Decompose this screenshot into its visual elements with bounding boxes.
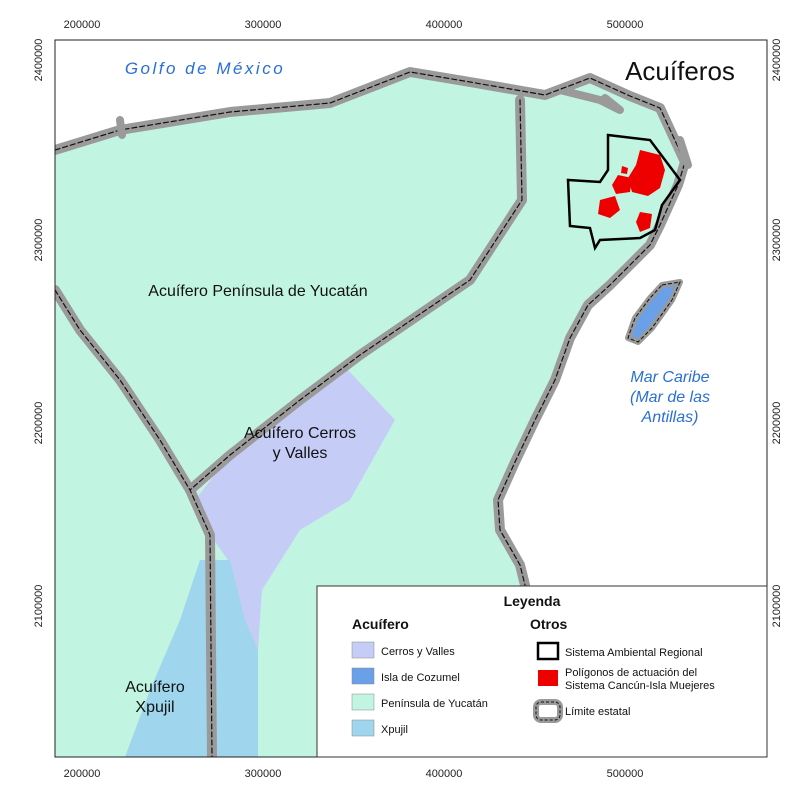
legend-col2-heading: Otros <box>530 616 568 632</box>
legend-swatch-cerros <box>351 641 375 659</box>
x-tick-label: 500000 <box>607 19 644 31</box>
x-tick-label: 200000 <box>64 768 101 780</box>
x-tick-labels-bottom: 200000 300000 400000 500000 <box>64 768 644 780</box>
legend-col1-heading: Acuífero <box>352 616 409 632</box>
y-tick-label: 2300000 <box>771 219 783 262</box>
regional-environmental-system-outline <box>566 133 682 252</box>
y-tick-label: 2100000 <box>33 585 45 628</box>
legend-item-peninsula: Península de Yucatán <box>381 698 488 710</box>
peninsula-aquifer-label: Acuífero Península de Yucatán <box>148 283 367 300</box>
action-polygons <box>598 150 665 232</box>
legend-item-xpujil: Xpujil <box>381 724 408 736</box>
caribbean-sea-label-line2: (Mar de las <box>630 389 710 406</box>
x-tick-label: 400000 <box>426 768 463 780</box>
legend-item-action-1: Polígonos de actuación del <box>565 667 697 679</box>
y-tick-label: 2100000 <box>771 585 783 628</box>
legend: Leyenda Acuífero Otros Cerros y Valles I… <box>316 585 768 758</box>
x-tick-label: 300000 <box>245 19 282 31</box>
caribbean-sea-label-line3: Antillas) <box>641 409 699 426</box>
x-tick-label: 400000 <box>426 19 463 31</box>
legend-item-cozumel: Isla de Cozumel <box>381 672 460 684</box>
xpujil-aquifer-label-line2: Xpujil <box>135 699 174 716</box>
gulf-of-mexico-label: Golfo de México <box>125 59 285 78</box>
y-tick-label: 2200000 <box>33 402 45 445</box>
legend-swatch-cozumel <box>351 667 375 685</box>
caribbean-sea-label-line1: Mar Caribe <box>630 369 709 386</box>
x-tick-labels-top: 200000 300000 400000 500000 <box>64 19 644 31</box>
x-tick-label: 300000 <box>245 768 282 780</box>
legend-swatch-action-polygons <box>538 670 558 686</box>
y-tick-labels-right: 2400000 2300000 2200000 2100000 <box>771 39 783 628</box>
cerros-aquifer-label-line1: Acuífero Cerros <box>244 425 356 442</box>
y-tick-label: 2400000 <box>771 39 783 82</box>
legend-title: Leyenda <box>504 593 561 609</box>
legend-item-state-limit: Límite estatal <box>565 706 630 718</box>
state-limit-lines <box>55 67 692 757</box>
y-tick-labels-left: 2400000 2300000 2200000 2100000 <box>33 39 45 628</box>
xpujil-aquifer-area <box>125 560 258 757</box>
xpujil-aquifer-label-line1: Acuífero <box>125 679 185 696</box>
legend-item-action-2: Sistema Cancún-Isla Muejeres <box>565 680 715 692</box>
legend-item-cerros: Cerros y Valles <box>381 646 455 658</box>
legend-swatch-sar <box>536 641 560 661</box>
legend-swatch-peninsula <box>351 693 375 711</box>
legend-swatch-xpujil <box>351 719 375 737</box>
y-tick-label: 2200000 <box>771 402 783 445</box>
x-tick-label: 200000 <box>64 19 101 31</box>
x-tick-label: 500000 <box>607 768 644 780</box>
map-title: Acuíferos <box>625 56 735 86</box>
cerros-valles-aquifer-area <box>195 370 395 650</box>
y-tick-label: 2300000 <box>33 219 45 262</box>
legend-item-sar: Sistema Ambiental Regional <box>565 647 703 659</box>
y-tick-label: 2400000 <box>33 39 45 82</box>
cerros-aquifer-label-line2: y Valles <box>273 445 328 462</box>
